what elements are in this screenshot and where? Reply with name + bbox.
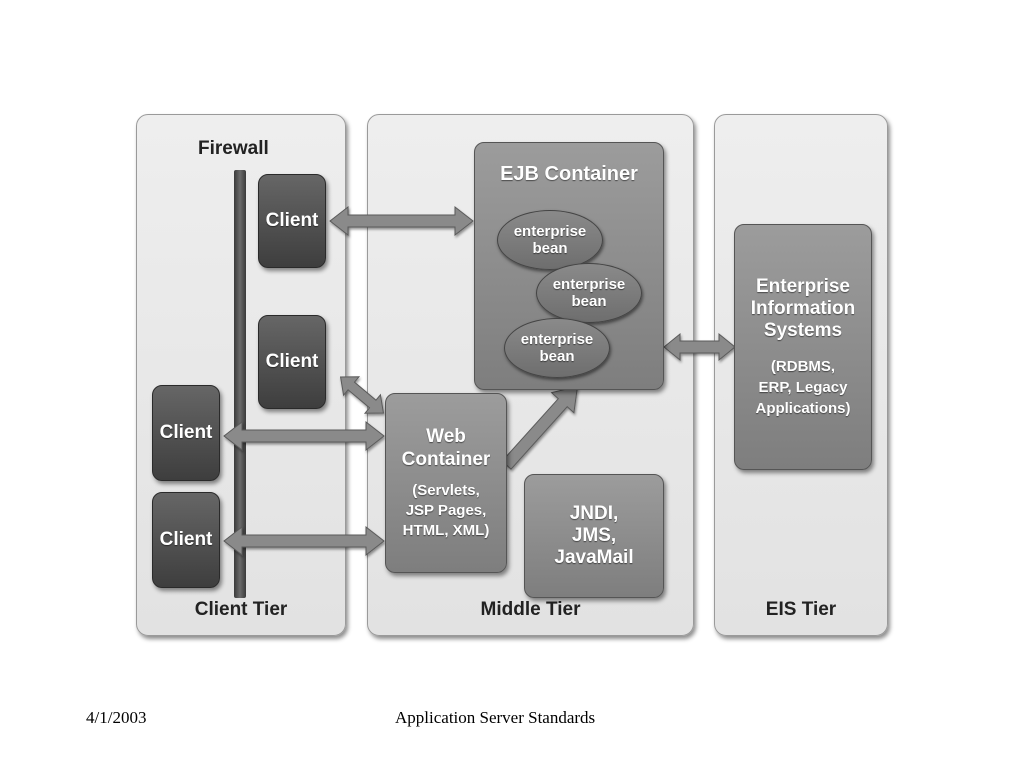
middle-tier-label: Middle Tier [480,599,581,620]
client-box-2: Client [258,315,326,409]
arrow-client4-web [223,525,385,557]
eis-box-detail: (RDBMS, ERP, Legacy Applications) [755,357,851,417]
arrow-web-ejb [501,385,579,470]
client-box-1: Client [258,174,326,268]
footer-title: Application Server Standards [395,708,596,727]
firewall-label: Firewall [198,138,269,159]
web-container: Web Container (Servlets, JSP Pages, HTML… [385,393,507,573]
client-tier-label: Client Tier [194,599,288,620]
services-box: JNDI, JMS, JavaMail [524,474,664,598]
web-container-title: Web Container [401,426,491,470]
enterprise-bean-1: enterprise bean [497,210,603,270]
eis-tier-label: EIS Tier [765,599,837,620]
client-label: Client [159,422,213,443]
arrow-client1-ejb [329,205,474,237]
arrow-ejb-eis [663,332,736,362]
eis-box: Enterprise Information Systems (RDBMS, E… [734,224,872,470]
client-label: Client [159,529,213,550]
firewall-bar [234,170,246,598]
eis-box-title: Enterprise Information Systems [750,275,856,341]
arrow-client2-web [339,376,385,414]
web-container-detail: (Servlets, JSP Pages, HTML, XML) [402,482,490,539]
client-box-3: Client [152,385,220,481]
enterprise-bean-2: enterprise bean [536,263,642,323]
client-label: Client [265,351,319,372]
enterprise-bean-3: enterprise bean [504,318,610,378]
arrow-client3-web [223,420,385,452]
client-box-4: Client [152,492,220,588]
ejb-container-title: EJB Container [500,163,638,185]
footer-date: 4/1/2003 [86,708,147,727]
client-label: Client [265,210,319,231]
